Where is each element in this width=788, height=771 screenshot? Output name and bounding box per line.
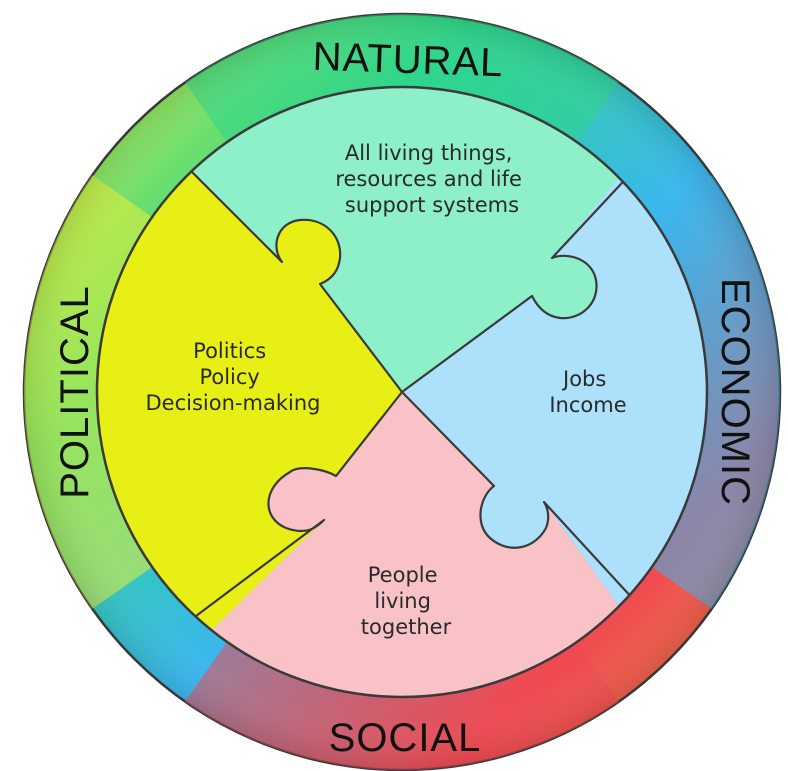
- political-line-1: Politics: [193, 339, 266, 363]
- economic-line-2: Income: [549, 393, 626, 417]
- social-line-2: living: [374, 589, 431, 613]
- seam-political-social: [195, 391, 403, 617]
- piece-text-economic: Jobs Income: [549, 367, 626, 417]
- economic-line-1: Jobs: [561, 367, 606, 391]
- social-line-1: People: [368, 563, 438, 587]
- piece-text-political: Politics Policy Decision-making: [146, 339, 321, 415]
- natural-line-1: All living things,: [345, 141, 513, 165]
- political-line-2: Policy: [199, 365, 259, 389]
- ring-label-natural: NATURAL: [312, 35, 504, 86]
- puzzle-piece-social: [120, 392, 700, 697]
- ring-label-economic: ECONOMIC: [713, 278, 757, 506]
- inner-disk-border: [95, 85, 709, 699]
- piece-text-natural: All living things, resources and life su…: [335, 141, 528, 217]
- political-line-3: Decision-making: [146, 391, 321, 415]
- ring-label-social: SOCIAL: [329, 716, 482, 760]
- seam-economic-social: [401, 391, 635, 601]
- social-line-3: together: [361, 615, 452, 639]
- piece-text-social: People living together: [361, 563, 452, 639]
- natural-line-3: support systems: [345, 193, 519, 217]
- ring-label-political: POLITICAL: [53, 285, 97, 499]
- natural-line-2: resources and life: [335, 167, 522, 191]
- seam-natural-political: [189, 169, 403, 393]
- seam-natural-economic: [401, 169, 635, 393]
- puzzle-seams: [189, 169, 635, 617]
